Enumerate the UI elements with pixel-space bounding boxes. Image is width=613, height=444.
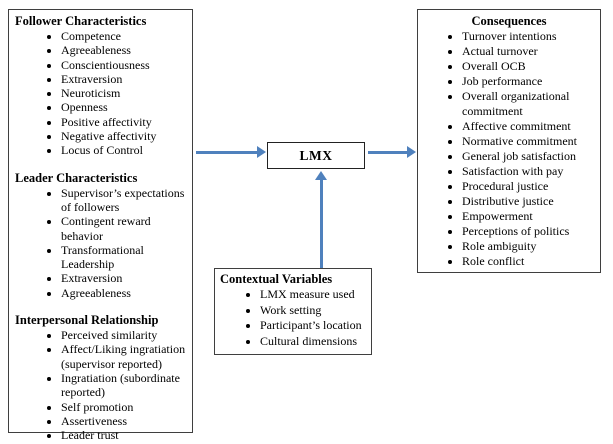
consequences-box: Consequences Turnover intentionsActual t…	[417, 9, 601, 273]
list-item: General job satisfaction	[462, 149, 596, 164]
list-item: Supervisor’s expectations of followers	[61, 186, 188, 215]
list-item: Job performance	[462, 74, 596, 89]
list-item: Competence	[61, 29, 188, 43]
list-item: Normative commitment	[462, 134, 596, 149]
list-item: Agreeableness	[61, 43, 188, 57]
arrow-antecedents-to-lmx	[196, 146, 266, 158]
arrow-line	[368, 150, 408, 154]
list-item: Actual turnover	[462, 44, 596, 59]
list-item: Distributive justice	[462, 194, 596, 209]
arrow-line	[196, 150, 258, 154]
list-item: Role conflict	[462, 254, 596, 269]
list-item: Affective commitment	[462, 119, 596, 134]
list-item: Locus of Control	[61, 143, 188, 157]
contextual-variables-list: LMX measure usedWork settingParticipant’…	[220, 287, 368, 349]
arrow-contextual-to-lmx	[315, 171, 327, 268]
list-item: Participant’s location	[260, 318, 368, 334]
list-item: Extraversion	[61, 271, 188, 285]
list-item: Satisfaction with pay	[462, 164, 596, 179]
follower-characteristics-section: Follower Characteristics CompetenceAgree…	[15, 14, 188, 158]
arrow-lmx-to-consequences	[368, 146, 416, 158]
list-item: Assertiveness	[61, 414, 188, 428]
list-item: Overall OCB	[462, 59, 596, 74]
list-item: Extraversion	[61, 72, 188, 86]
leader-characteristics-list: Supervisor’s expectations of followersCo…	[15, 186, 188, 300]
list-item: Ingratiation (subordinate reported)	[61, 371, 188, 400]
list-item: Perceptions of politics	[462, 224, 596, 239]
arrow-head-right-icon	[257, 146, 266, 158]
list-item: Perceived similarity	[61, 328, 188, 342]
arrow-head-up-icon	[315, 171, 327, 180]
list-item: Self promotion	[61, 400, 188, 414]
list-item: Empowerment	[462, 209, 596, 224]
lmx-box: LMX	[267, 142, 365, 169]
list-item: Cultural dimensions	[260, 334, 368, 350]
lmx-label: LMX	[299, 147, 333, 163]
contextual-variables-box: Contextual Variables LMX measure usedWor…	[214, 268, 372, 355]
list-item: Conscientiousness	[61, 58, 188, 72]
list-item: Work setting	[260, 303, 368, 319]
interpersonal-relationship-section: Interpersonal Relationship Perceived sim…	[15, 313, 188, 442]
consequences-list: Turnover intentionsActual turnoverOveral…	[422, 29, 596, 269]
list-item: Overall organizational commitment	[462, 89, 596, 119]
contextual-variables-heading: Contextual Variables	[220, 272, 333, 286]
interpersonal-relationship-heading: Interpersonal Relationship	[15, 313, 159, 328]
antecedents-box: Follower Characteristics CompetenceAgree…	[8, 9, 193, 442]
list-item: Transformational Leadership	[61, 243, 188, 272]
list-item: Positive affectivity	[61, 115, 188, 129]
list-item: Negative affectivity	[61, 129, 188, 143]
leader-characteristics-section: Leader Characteristics Supervisor’s expe…	[15, 171, 188, 300]
follower-characteristics-heading: Follower Characteristics	[15, 14, 147, 28]
list-item: Leader trust	[61, 428, 188, 442]
interpersonal-relationship-list: Perceived similarityAffect/Liking ingrat…	[15, 328, 188, 442]
arrow-head-right-icon	[407, 146, 416, 158]
arrow-line	[319, 179, 323, 268]
list-item: Openness	[61, 100, 188, 114]
list-item: Role ambiguity	[462, 239, 596, 254]
leader-characteristics-heading: Leader Characteristics	[15, 170, 138, 185]
list-item: Turnover intentions	[462, 29, 596, 44]
consequences-heading: Consequences	[471, 14, 547, 28]
list-item: Neuroticism	[61, 86, 188, 100]
follower-characteristics-list: CompetenceAgreeablenessConscientiousness…	[15, 29, 188, 158]
list-item: Contingent reward behavior	[61, 214, 188, 243]
list-item: Affect/Liking ingratiation (supervisor r…	[61, 342, 188, 371]
list-item: Procedural justice	[462, 179, 596, 194]
list-item: Agreeableness	[61, 286, 188, 300]
list-item: LMX measure used	[260, 287, 368, 303]
